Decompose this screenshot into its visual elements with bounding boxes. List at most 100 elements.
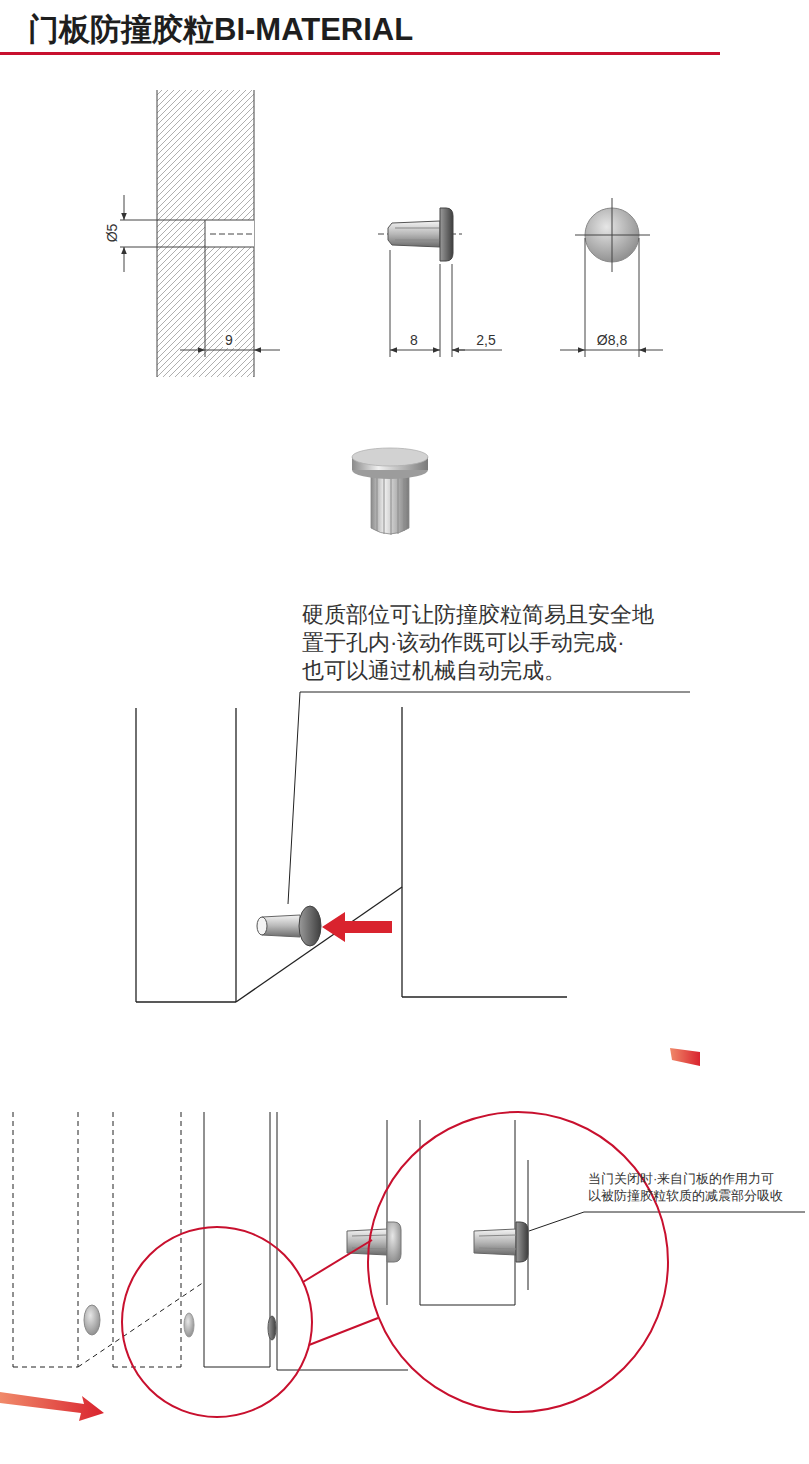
bumper-insert-part bbox=[299, 906, 321, 946]
closing-arrow bbox=[0, 1392, 104, 1421]
door-sequence-part-part bbox=[181, 1112, 182, 1367]
closing-arrow-part bbox=[0, 1392, 104, 1421]
title-rule-part bbox=[0, 52, 720, 55]
magnifier-circles-part bbox=[303, 1240, 372, 1282]
door-sequence-part-part bbox=[113, 1112, 114, 1367]
door-sequence-part-part bbox=[13, 1112, 14, 1367]
magnified-view-part bbox=[387, 1120, 388, 1305]
panel-section-part bbox=[157, 90, 158, 377]
door-sequence-part bbox=[184, 1313, 194, 1337]
bumper-side-view-part bbox=[388, 221, 440, 247]
panel-section-part bbox=[120, 247, 254, 248]
bumper-side-view-part bbox=[452, 264, 453, 357]
magnifier-circles bbox=[122, 1112, 668, 1417]
callout-note: 当门关闭时·来自门板的作用力可 以被防撞胶粒软质的减震部分吸收 bbox=[588, 1170, 804, 1204]
dimension-label: Ø8,8 bbox=[595, 332, 629, 348]
magnifier-circles-part bbox=[368, 1112, 668, 1412]
bumper-3d-part bbox=[352, 448, 428, 466]
magnified-view-part bbox=[528, 1160, 529, 1290]
bumper-side-view-part bbox=[395, 240, 440, 241]
bumper-side-view-part bbox=[390, 250, 391, 357]
magnified-view-part-part bbox=[479, 1235, 516, 1236]
bumper-front-view-part bbox=[639, 350, 663, 351]
dimension-label: 9 bbox=[223, 332, 235, 348]
panel-section-part bbox=[205, 350, 254, 351]
bumper-3d-part-part bbox=[398, 474, 399, 534]
insertion-drawing-part bbox=[136, 1001, 236, 1002]
door-sequence-part bbox=[84, 1305, 100, 1335]
bumper-front-view-part bbox=[585, 350, 639, 351]
magnified-view-part bbox=[387, 1222, 401, 1262]
bumper-insert bbox=[257, 906, 392, 946]
red-mark-part bbox=[670, 1048, 700, 1066]
bumper-3d-part-part bbox=[384, 474, 385, 534]
door-sequence-part bbox=[13, 1112, 204, 1367]
bumper-front-view bbox=[560, 198, 663, 357]
door-sequence-part bbox=[204, 1112, 205, 1367]
magnifier-circles-part bbox=[309, 1318, 378, 1345]
door-sequence-part bbox=[268, 1316, 276, 1340]
magnified-view-part bbox=[584, 1212, 805, 1213]
panel-section-part bbox=[210, 234, 254, 235]
panel-section-part bbox=[205, 247, 206, 357]
magnified-view-part-part bbox=[479, 1248, 516, 1249]
bumper-front-view-part bbox=[639, 238, 640, 357]
insertion-drawing bbox=[136, 692, 690, 1002]
insertion-drawing-part bbox=[235, 708, 236, 1002]
panel-section-part bbox=[205, 220, 254, 247]
magnified-view bbox=[347, 1120, 805, 1305]
bumper-side-view-part bbox=[395, 228, 440, 229]
page-title: 门板防撞胶粒BI-MATERIAL bbox=[28, 11, 413, 49]
magnified-view-part bbox=[529, 1212, 584, 1231]
bumper-3d-part bbox=[371, 470, 409, 534]
bumper-side-view-part bbox=[440, 264, 441, 357]
bumper-3d-part-part bbox=[391, 474, 392, 535]
panel-section-part bbox=[157, 90, 254, 377]
magnified-view-part bbox=[516, 1222, 528, 1262]
door-sequence-part bbox=[204, 1367, 270, 1368]
bumper-front-view-part bbox=[585, 238, 586, 357]
bumper-3d-part-part bbox=[377, 474, 378, 531]
magnified-view-part bbox=[515, 1120, 516, 1305]
bumper-3d bbox=[352, 448, 428, 535]
bumper-side-view-part bbox=[440, 208, 453, 261]
panel-section-part bbox=[205, 220, 206, 247]
magnifier-circles-part bbox=[122, 1227, 312, 1417]
bumper-front-view-part bbox=[560, 350, 585, 351]
panel-section bbox=[120, 90, 280, 377]
dimension-label: Ø5 bbox=[104, 222, 120, 245]
door-sequence-part bbox=[277, 1370, 408, 1371]
magnified-view-part bbox=[474, 1229, 516, 1255]
door-sequence-part-part bbox=[113, 1367, 181, 1368]
panel-section-part bbox=[254, 350, 280, 351]
insertion-drawing-part bbox=[402, 996, 567, 997]
bumper-insert-part bbox=[322, 912, 392, 942]
magnified-view-part bbox=[352, 1235, 516, 1249]
bumper-front-view-part bbox=[612, 198, 613, 272]
bumper-insert-part bbox=[257, 917, 267, 935]
insertion-drawing-part bbox=[135, 708, 136, 1002]
insertion-drawing-part bbox=[288, 692, 300, 904]
bumper-side-view-part bbox=[390, 350, 440, 351]
magnified-view-part bbox=[420, 1305, 515, 1306]
panel-section-part bbox=[120, 220, 254, 221]
insertion-drawing-part bbox=[300, 692, 690, 693]
panel-section-part bbox=[124, 195, 125, 220]
insertion-drawing-part bbox=[401, 707, 402, 997]
callout-note: 硬质部位可让防撞胶粒简易且安全地 置于孔内·该动作既可以手动完成· 也可以通过机… bbox=[302, 601, 707, 685]
bumper-3d-part bbox=[377, 474, 404, 535]
door-sequence bbox=[13, 1112, 408, 1370]
bumper-insert-part bbox=[262, 915, 300, 937]
door-sequence-part-part bbox=[78, 1112, 79, 1367]
bumper-side-view bbox=[378, 208, 502, 357]
door-sequence-part-part bbox=[13, 1367, 78, 1368]
door-sequence-part-part bbox=[78, 1282, 204, 1367]
panel-section-part bbox=[180, 350, 205, 351]
dimension-label: 2,5 bbox=[474, 332, 497, 348]
title-rule bbox=[0, 52, 720, 55]
door-sequence-part bbox=[277, 1112, 278, 1370]
bumper-3d-part-part bbox=[404, 474, 405, 531]
red-mark bbox=[670, 1048, 700, 1066]
